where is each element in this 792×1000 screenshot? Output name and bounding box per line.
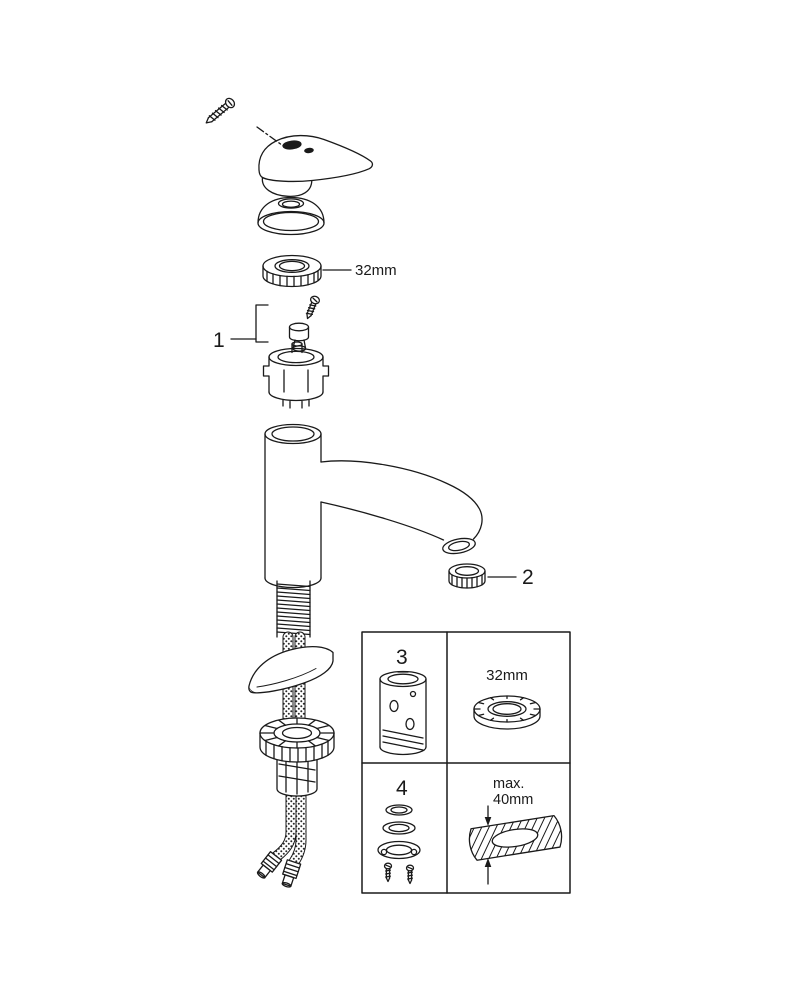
- base-escutcheon-icon: [248, 646, 334, 694]
- lever-handle-icon: [258, 134, 374, 197]
- hose-lower-icon: [271, 774, 307, 868]
- panel-max-label-line2: 40mm: [493, 792, 533, 808]
- threaded-shank-icon: [276, 580, 311, 638]
- screw-axis-line: [256, 126, 287, 149]
- faucet-body-icon: [264, 423, 483, 589]
- handle-screw-icon: [205, 97, 236, 124]
- handle-cap-icon: [257, 196, 325, 236]
- hose-connector-icon: [281, 859, 302, 888]
- hose-connector-icon: [256, 851, 283, 879]
- panel-max-label-line1: max.: [493, 776, 524, 792]
- mounting-shaft-icon: [379, 670, 427, 756]
- cartridge-screw-icon: [305, 295, 321, 320]
- ring-nut-size-label: 32mm: [355, 262, 397, 279]
- panel-item4-label: 4: [396, 777, 408, 800]
- fixing-set-icon: [377, 804, 421, 885]
- mounting-nut-icon: [259, 717, 335, 763]
- panel-ring-size-label: 32mm: [486, 667, 528, 684]
- panel-ring-nut-icon: [473, 695, 541, 730]
- counter-section-icon: [467, 805, 564, 885]
- panel-item3-label: 3: [396, 646, 408, 669]
- part1-callout: 1: [213, 304, 269, 352]
- part1-label: 1: [213, 329, 225, 352]
- cartridge-icon: [262, 341, 330, 409]
- part2-label: 2: [522, 566, 534, 589]
- ring-nut-icon: [262, 254, 322, 288]
- aerator-icon: [448, 563, 486, 589]
